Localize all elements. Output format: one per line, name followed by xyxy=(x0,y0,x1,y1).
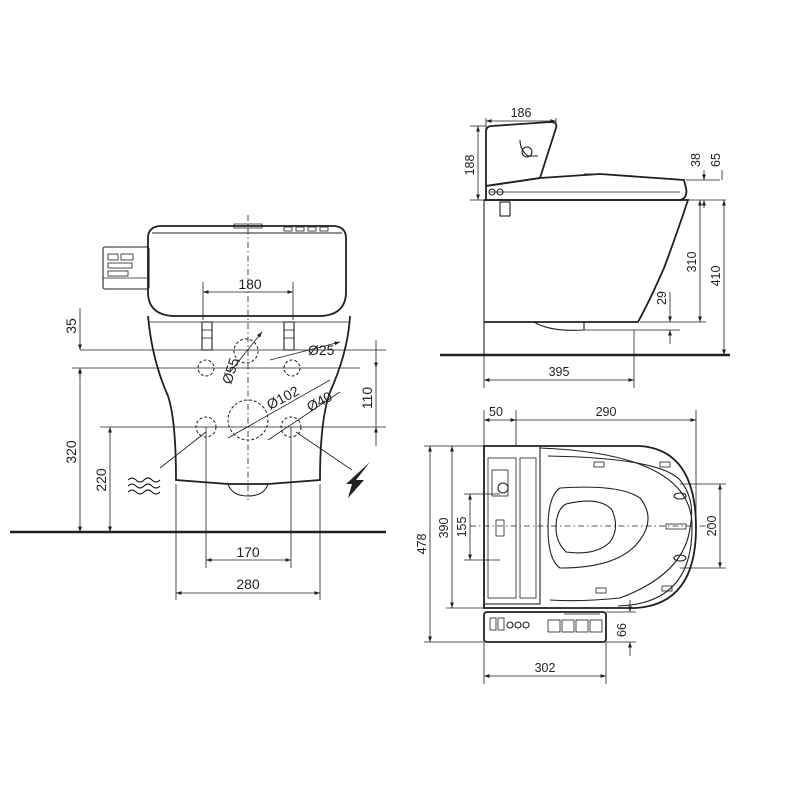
dim-302: 302 xyxy=(535,661,556,675)
dim-155: 155 xyxy=(455,517,469,538)
bowl-opening xyxy=(547,486,649,569)
dim-390: 390 xyxy=(437,518,451,539)
hole-d102 xyxy=(227,399,269,441)
dim-280: 280 xyxy=(236,576,260,592)
dim-200: 200 xyxy=(705,516,719,537)
dim-d102: Ø102 xyxy=(264,382,302,412)
dim-220: 220 xyxy=(93,468,109,492)
dim-38: 38 xyxy=(689,153,703,167)
toilet-lid xyxy=(147,225,347,317)
dim-410: 410 xyxy=(709,266,723,287)
dim-478: 478 xyxy=(415,534,429,555)
dim-65: 65 xyxy=(709,153,723,167)
power-supply-icon xyxy=(295,431,370,498)
hole-d55 xyxy=(233,338,259,364)
dim-66: 66 xyxy=(615,623,629,637)
front-view: 180 35 320 220 110 Ø25 Ø55 Ø102 Ø40 xyxy=(10,215,386,600)
dim-395: 395 xyxy=(549,365,570,379)
dim-180: 180 xyxy=(238,276,262,292)
dim-170: 170 xyxy=(236,544,260,560)
dim-186: 186 xyxy=(511,106,532,120)
top-view: 50 290 478 390 155 200 66 302 xyxy=(415,405,726,684)
dim-d25: Ø25 xyxy=(308,342,335,358)
water-supply-icon xyxy=(127,431,207,495)
side-bowl xyxy=(484,199,690,323)
dim-29: 29 xyxy=(655,291,669,305)
dim-35: 35 xyxy=(63,318,79,334)
dim-d55: Ø55 xyxy=(219,356,242,386)
dim-290: 290 xyxy=(596,405,617,419)
side-lid xyxy=(485,121,558,188)
remote-control-panel xyxy=(483,611,607,643)
dim-310: 310 xyxy=(685,252,699,273)
dim-110: 110 xyxy=(359,387,375,410)
dim-50: 50 xyxy=(489,405,503,419)
dim-188: 188 xyxy=(463,155,477,176)
dim-320: 320 xyxy=(63,440,79,464)
side-view: 186 188 38 65 310 410 29 395 xyxy=(440,106,730,388)
side-control-box xyxy=(102,246,150,290)
